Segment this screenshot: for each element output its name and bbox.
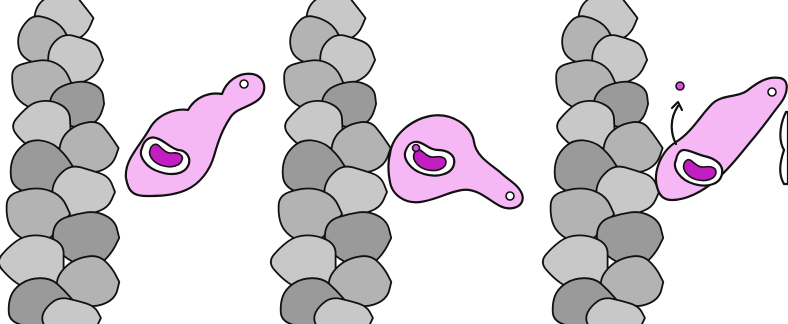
phosphate-icon	[676, 82, 684, 90]
binding-site-icon	[768, 88, 776, 96]
phosphate-icon	[413, 145, 420, 152]
binding-site-icon	[506, 192, 514, 200]
binding-site-icon	[240, 80, 248, 88]
